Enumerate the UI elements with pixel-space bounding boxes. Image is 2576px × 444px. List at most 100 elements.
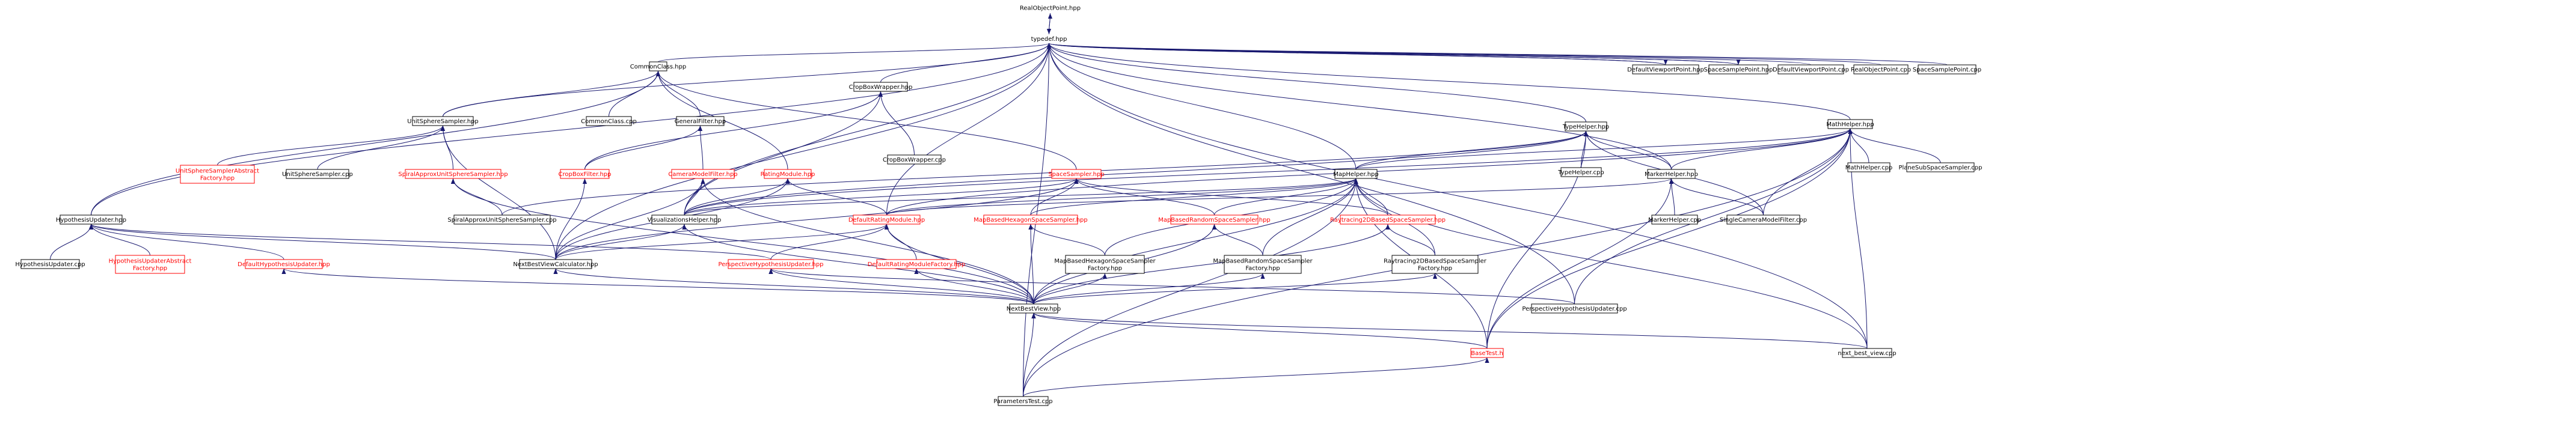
node-label: SpiralApproxUnitSphereSampler.cpp (447, 217, 556, 224)
node-box (671, 169, 735, 179)
node-label: DefaultRatingModuleFactory.hpp (868, 261, 965, 268)
node-label: ParametersTest.cpp (993, 398, 1052, 405)
node-label: RealObjectPoint.cpp (1851, 67, 1911, 73)
edge-typedef_hpp-to-CommonClass_hpp (658, 43, 1051, 62)
node-RatingModule_hpp[interactable]: RatingModule.hpp (761, 169, 815, 179)
node-CropBoxFilter_hpp[interactable]: CropBoxFilter.hpp (559, 169, 612, 179)
node-box (586, 116, 632, 126)
node-NextBestViewCalculator_hpp[interactable]: NextBestViewCalculator.hpp (513, 259, 598, 269)
edge-Raytracing2DBasedSpaceSampler_hpp-to-NextBestView_hpp (1033, 224, 1390, 305)
node-RealObjectPoint_cpp[interactable]: RealObjectPoint.cpp (1851, 64, 1911, 75)
edge-MarkerHelper_hpp-to-SingleCameraModelFilter_cpp (1669, 178, 1764, 216)
node-label: PerspectiveHypothesisUpdater.hpp (718, 261, 823, 268)
node-label: UnitSphereSampler.hpp (407, 118, 479, 125)
edge-HypothesisUpdater_hpp-to-DefaultHypothesisUpdater_hpp (89, 224, 284, 260)
edge-MapHelper_hpp-to-next_best_view_cpp (1354, 178, 1868, 349)
node-label: next_best_view.cpp (1838, 350, 1896, 357)
node-DefaultRatingModule_hpp[interactable]: DefaultRatingModule.hpp (848, 214, 925, 225)
node-label: VisualizationsHelper.hpp (648, 217, 722, 224)
node-typedef_hpp[interactable]: typedef.hpp (1031, 36, 1067, 43)
node-MathHelper_cpp[interactable]: MathHelper.cpp (1845, 162, 1893, 172)
node-MarkerHelper_hpp[interactable]: MarkerHelper.hpp (1645, 169, 1698, 179)
node-TypeHelper_hpp[interactable]: TypeHelper.hpp (1562, 121, 1609, 132)
node-ParametersTest_cpp[interactable]: ParametersTest.cpp (993, 396, 1053, 406)
edge-CommonClass_hpp-to-UnitSphereSampler_hpp (443, 70, 661, 117)
node-CropBoxWrapper_cpp[interactable]: CropBoxWrapper.cpp (883, 154, 946, 165)
node-PerspectiveHypothesisUpdater_hpp[interactable]: PerspectiveHypothesisUpdater.hpp (718, 259, 824, 269)
edge-RatingModule_hpp-to-VisualizationsHelper_hpp (684, 178, 790, 216)
node-box (1842, 348, 1892, 358)
edge-SpaceSamplePoint_hpp-to-typedef_hpp (1049, 43, 1740, 65)
node-NextBestView_hpp[interactable]: NextBestView.hpp (1007, 303, 1061, 314)
node-UnitSphereSampler_hpp[interactable]: UnitSphereSampler.hpp (407, 116, 479, 126)
node-CommonClass_hpp[interactable]: CommonClass.hpp (630, 61, 687, 71)
node-box (245, 259, 323, 269)
node-MarkerHelper_cpp[interactable]: MarkerHelper.cpp (1648, 214, 1701, 225)
node-SpiralApproxUnitSphereSampler_cpp[interactable]: SpiralApproxUnitSphereSampler.cpp (447, 214, 557, 225)
node-next_best_view_cpp[interactable]: next_best_view.cpp (1838, 348, 1897, 358)
node-box (1565, 121, 1607, 132)
node-box (1647, 169, 1696, 179)
node-label: Factory.hpp (1088, 266, 1122, 272)
edge-SpiralApproxUnitSphereSampler_hpp-to-SpiralApproxUnitSphereSampler_cpp (450, 178, 503, 216)
node-label: MarkerHelper.cpp (1648, 217, 1701, 224)
edge-PerspectiveHypothesisUpdater_hpp-to-PerspectiveHypothesisUpdater_cpp (768, 268, 1575, 305)
node-label: MathHelper.cpp (1845, 165, 1893, 171)
node-box (728, 259, 814, 269)
node-label: MapBasedRandomSpaceSampler (1213, 258, 1313, 265)
node-MapHelper_hpp[interactable]: MapHelper.hpp (1333, 169, 1379, 179)
node-SpaceSamplePoint_hpp[interactable]: SpaceSamplePoint.hpp (1704, 64, 1773, 75)
node-VisualizationsHelper_hpp[interactable]: VisualizationsHelper.hpp (648, 214, 722, 225)
node-HypothesisUpdater_cpp[interactable]: HypothesisUpdater.cpp (15, 259, 85, 269)
node-SpiralApproxUnitSphereSampler_hpp[interactable]: SpiralApproxUnitSphereSampler.hpp (398, 169, 508, 179)
node-SpaceSamplePoint_cpp[interactable]: SpaceSamplePoint.cpp (1913, 64, 1981, 75)
node-label: SpiralApproxUnitSphereSampler.hpp (398, 171, 508, 178)
node-DefaultHypothesisUpdater_hpp[interactable]: DefaultHypothesisUpdater.hpp (238, 259, 330, 269)
node-SingleCameraModelFilter_cpp[interactable]: SingleCameraModelFilter.cpp (1720, 214, 1807, 225)
node-UnitSphereSampler_cpp[interactable]: UnitSphereSampler.cpp (282, 169, 353, 179)
node-SpaceSampler_hpp[interactable]: SpaceSampler.hpp (1048, 169, 1105, 179)
node-MathHelper_hpp[interactable]: MathHelper.hpp (1826, 119, 1874, 129)
edge-DefaultRatingModuleFactory_hpp-to-NextBestView_hpp (914, 268, 1034, 305)
node-label: typedef.hpp (1031, 36, 1067, 43)
node-box (1708, 64, 1768, 75)
edge-MapHelper_hpp-to-NextBestView_hpp (1033, 178, 1358, 305)
edge-MapBasedHexagonSpaceSamplerFactory_hpp-to-NextBestView_hpp (1033, 273, 1108, 305)
node-Raytracing2DBasedSpaceSampler_hpp[interactable]: Raytracing2DBasedSpaceSampler.hpp (1330, 214, 1446, 225)
edge-NextBestView_hpp-to-BaseTest_h (1031, 312, 1488, 349)
node-box (1531, 303, 1618, 314)
node-PerspectiveHypothesisUpdater_cpp[interactable]: PerspectiveHypothesisUpdater.cpp (1522, 303, 1627, 314)
node-MapBasedHexagonSpaceSampler_hpp[interactable]: MapBasedHexagonSpaceSampler.hpp (974, 214, 1088, 225)
node-PlaneSubSpaceSampler_cpp[interactable]: PlaneSubSpaceSampler.cpp (1899, 162, 1983, 172)
edge-MapBasedHexagonSpaceSampler_hpp-to-MapBasedHexagonSpaceSamplerFactory_hpp (1028, 224, 1105, 256)
node-label: TypeHelper.hpp (1562, 124, 1609, 130)
node-BaseTest_h[interactable]: BaseTest.h (1470, 348, 1504, 358)
node-CameraModelFilter_hpp[interactable]: CameraModelFilter.hpp (668, 169, 738, 179)
node-CropBoxWrapper_hpp[interactable]: CropBoxWrapper.hpp (849, 82, 913, 92)
node-box (286, 169, 349, 179)
node-GeneralFilter_hpp[interactable]: GeneralFilter.hpp (675, 116, 726, 126)
node-DefaultViewportPoint_cpp[interactable]: DefaultViewportPoint.cpp (1773, 64, 1849, 75)
node-label: MarkerHelper.hpp (1645, 171, 1698, 178)
edge-typedef_hpp-to-next_best_view_cpp (1046, 43, 1868, 349)
node-label: DefaultRatingModule.hpp (848, 217, 925, 224)
node-DefaultRatingModuleFactory_hpp[interactable]: DefaultRatingModuleFactory.hpp (868, 259, 965, 269)
node-label: CropBoxWrapper.hpp (849, 84, 913, 91)
edge-typedef_hpp-to-UnitSphereSampler_hpp (443, 43, 1051, 117)
edge-MapBasedRandomSpaceSamplerFactory_hpp-to-NextBestView_hpp (1033, 273, 1265, 305)
node-TypeHelper_cpp[interactable]: TypeHelper.cpp (1557, 167, 1604, 177)
node-box (1051, 169, 1102, 179)
node-label: HypothesisUpdater.cpp (15, 261, 85, 268)
node-DefaultViewportPoint_hpp[interactable]: DefaultViewportPoint.hpp (1627, 64, 1704, 75)
node-CommonClass_cpp[interactable]: CommonClass.cpp (581, 116, 637, 126)
node-label: CropBoxFilter.hpp (559, 171, 612, 178)
node-MapBasedRandomSpaceSampler_hpp[interactable]: MapBasedRandomSpaceSampler.hpp (1158, 214, 1271, 225)
edge-Raytracing2DBasedSpaceSamplerFactory_hpp-to-NextBestView_hpp (1033, 273, 1437, 305)
node-HypothesisUpdater_hpp[interactable]: HypothesisUpdater.hpp (56, 214, 126, 225)
node-box (1847, 162, 1891, 172)
